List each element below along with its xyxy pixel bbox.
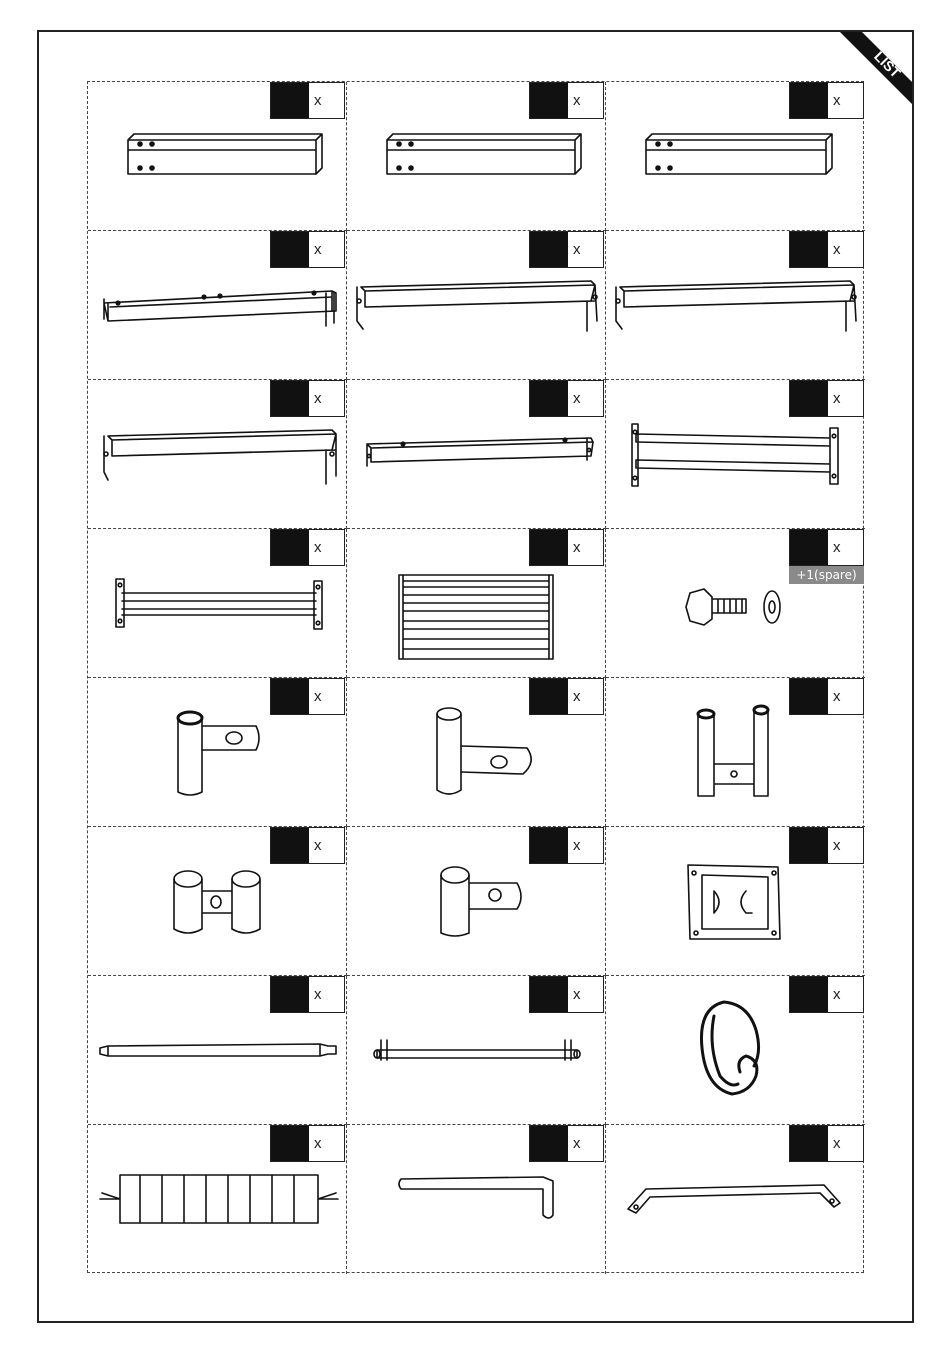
quantity-symbol: x <box>309 530 344 565</box>
part-cell-24: x <box>606 1125 865 1274</box>
quantity-value-box <box>790 530 828 565</box>
part-cell-9: x <box>606 380 865 529</box>
quantity-symbol: x <box>828 232 863 267</box>
quantity-symbol: x <box>309 977 344 1012</box>
part-cell-11: x <box>347 529 606 678</box>
quantity-value-box <box>271 1126 309 1161</box>
quantity-value-box <box>271 679 309 714</box>
quantity-box: x <box>789 82 864 119</box>
quantity-symbol: x <box>568 232 603 267</box>
part-cell-21: x <box>606 976 865 1125</box>
quantity-value-box <box>530 232 568 267</box>
quantity-value-box <box>790 828 828 863</box>
part-cell-10: x <box>88 529 347 678</box>
quantity-box: x <box>270 827 345 864</box>
quantity-symbol: x <box>828 828 863 863</box>
quantity-symbol: x <box>828 679 863 714</box>
quantity-box: x <box>789 1125 864 1162</box>
part-cell-1: x <box>88 82 347 231</box>
part-cell-22: x <box>88 1125 347 1274</box>
quantity-value-box <box>530 381 568 416</box>
quantity-value-box <box>790 232 828 267</box>
part-cell-12: x +1(spare) <box>606 529 865 678</box>
part-cell-16: x <box>88 827 347 976</box>
part-cell-17: x <box>347 827 606 976</box>
quantity-symbol: x <box>309 83 344 118</box>
part-cell-15: x <box>606 678 865 827</box>
quantity-value-box <box>790 1126 828 1161</box>
quantity-box: x <box>270 82 345 119</box>
part-cell-4: x <box>88 231 347 380</box>
quantity-value-box <box>271 232 309 267</box>
quantity-symbol: x <box>568 828 603 863</box>
quantity-box: x <box>529 678 604 715</box>
quantity-value-box <box>271 530 309 565</box>
quantity-symbol: x <box>828 977 863 1012</box>
quantity-symbol: x <box>568 977 603 1012</box>
quantity-symbol: x <box>568 530 603 565</box>
quantity-value-box <box>530 977 568 1012</box>
quantity-value-box <box>790 381 828 416</box>
part-cell-5: x <box>347 231 606 380</box>
part-cell-8: x <box>347 380 606 529</box>
quantity-box: x <box>529 976 604 1013</box>
quantity-value-box <box>530 679 568 714</box>
part-cell-19: x <box>88 976 347 1125</box>
quantity-value-box <box>790 83 828 118</box>
quantity-symbol: x <box>568 1126 603 1161</box>
quantity-box: x <box>529 1125 604 1162</box>
quantity-value-box <box>530 1126 568 1161</box>
quantity-symbol: x <box>828 1126 863 1161</box>
quantity-box: x <box>789 827 864 864</box>
quantity-symbol: x <box>568 83 603 118</box>
part-cell-7: x <box>88 380 347 529</box>
part-cell-14: x <box>347 678 606 827</box>
quantity-box: x <box>270 1125 345 1162</box>
quantity-value-box <box>271 381 309 416</box>
quantity-box: x <box>270 380 345 417</box>
quantity-box: x <box>789 380 864 417</box>
quantity-value-box <box>790 977 828 1012</box>
quantity-symbol: x <box>828 530 863 565</box>
quantity-value-box <box>271 828 309 863</box>
quantity-box: x <box>270 678 345 715</box>
quantity-value-box <box>530 83 568 118</box>
spare-note: +1(spare) <box>789 566 864 584</box>
quantity-symbol: x <box>568 381 603 416</box>
quantity-box: x <box>529 529 604 566</box>
quantity-box: x <box>789 678 864 715</box>
quantity-symbol: x <box>309 1126 344 1161</box>
quantity-symbol: x <box>309 828 344 863</box>
quantity-symbol: x <box>828 83 863 118</box>
part-cell-18: x <box>606 827 865 976</box>
quantity-box: x <box>789 529 864 566</box>
quantity-value-box <box>271 83 309 118</box>
quantity-box: x <box>789 231 864 268</box>
quantity-value-box <box>530 530 568 565</box>
part-cell-23: x <box>347 1125 606 1274</box>
quantity-box: x <box>529 827 604 864</box>
quantity-symbol: x <box>568 679 603 714</box>
quantity-box: x <box>529 82 604 119</box>
quantity-box: x <box>789 976 864 1013</box>
quantity-value-box <box>271 977 309 1012</box>
parts-list-grid: x x x x x x x <box>87 81 864 1273</box>
part-cell-3: x <box>606 82 865 231</box>
quantity-box: x <box>529 231 604 268</box>
part-cell-6: x <box>606 231 865 380</box>
quantity-symbol: x <box>309 232 344 267</box>
quantity-box: x <box>270 976 345 1013</box>
quantity-symbol: x <box>309 381 344 416</box>
quantity-value-box <box>790 679 828 714</box>
quantity-symbol: x <box>828 381 863 416</box>
quantity-symbol: x <box>309 679 344 714</box>
quantity-value-box <box>530 828 568 863</box>
quantity-box: x <box>270 231 345 268</box>
quantity-box: x <box>270 529 345 566</box>
part-cell-20: x <box>347 976 606 1125</box>
part-cell-2: x <box>347 82 606 231</box>
quantity-box: x <box>529 380 604 417</box>
part-cell-13: x <box>88 678 347 827</box>
